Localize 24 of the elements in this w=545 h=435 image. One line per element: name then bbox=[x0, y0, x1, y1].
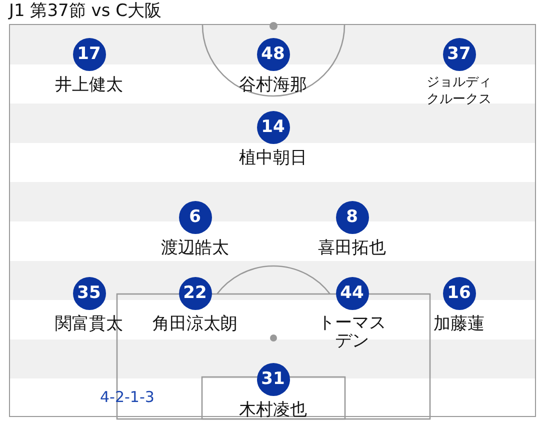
shirt-number: 44 bbox=[336, 276, 368, 310]
shirt-number: 35 bbox=[72, 276, 106, 310]
shirt-number: 6 bbox=[178, 200, 212, 234]
shirt-number: 37 bbox=[442, 38, 476, 70]
formation-label: 4-2-1-3 bbox=[100, 388, 154, 406]
shirt-number: 8 bbox=[336, 200, 368, 234]
player-name: 井上健太 bbox=[55, 74, 123, 94]
player-name: 角田涼太朗 bbox=[152, 314, 238, 334]
player-name: 関富貫太 bbox=[55, 314, 123, 334]
player-name: 渡辺皓太 bbox=[161, 238, 229, 258]
shirt-number: 14 bbox=[256, 110, 290, 144]
player-name: ジョルディクルークス bbox=[425, 74, 492, 108]
shirt-number: 48 bbox=[256, 38, 290, 70]
shirt-number: 31 bbox=[256, 362, 290, 396]
shirt-number: 16 bbox=[442, 276, 476, 310]
shirt-number: 17 bbox=[72, 38, 106, 70]
player-name: 植中朝日 bbox=[239, 148, 307, 168]
player-name: トーマスデン bbox=[316, 314, 387, 350]
player-name: 谷村海那 bbox=[239, 74, 307, 94]
player-name: 木村凌也 bbox=[239, 400, 307, 420]
player-name: 加藤蓮 bbox=[434, 314, 484, 334]
title: J1 第37節 vs C大阪 bbox=[9, 1, 162, 22]
shirt-number: 22 bbox=[178, 276, 212, 310]
player-name: 喜田拓也 bbox=[318, 238, 386, 258]
